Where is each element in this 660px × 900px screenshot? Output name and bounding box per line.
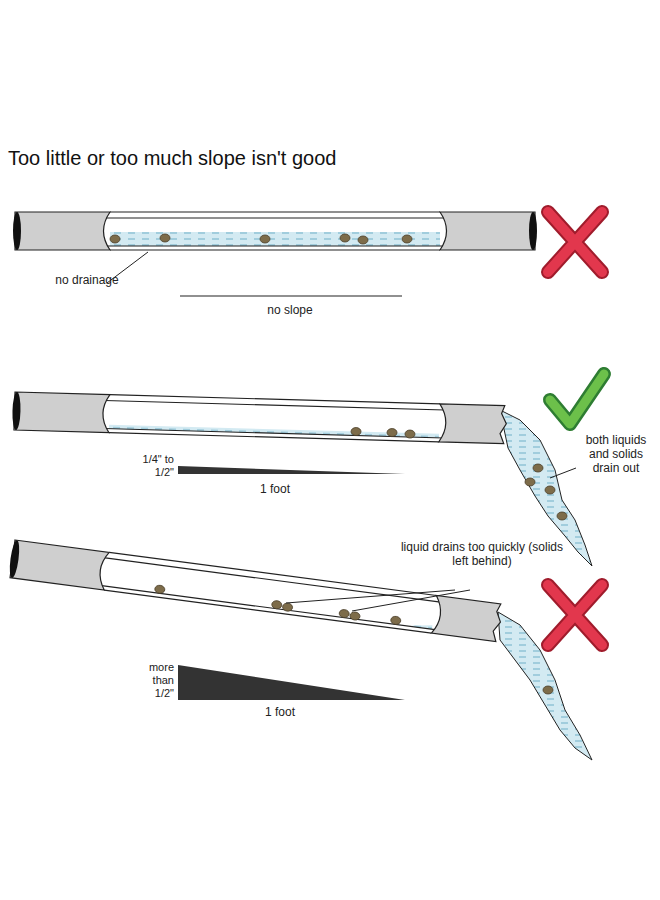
- solids-part: [358, 236, 368, 244]
- slope-dimension: more than 1/2": [132, 661, 174, 700]
- level-pipe-part: [440, 212, 535, 250]
- callout-label: no drainage: [52, 273, 122, 287]
- solid: [543, 686, 553, 694]
- solids-part: [340, 234, 350, 242]
- leader-line: [550, 468, 576, 478]
- wrong-mark-part: [548, 212, 602, 272]
- sloped-pipe-part: [439, 404, 507, 444]
- sloped-pipe-part-part: [351, 427, 361, 435]
- callout-label: liquid drains too quickly (solids left b…: [398, 540, 566, 568]
- solids-part: [525, 478, 535, 486]
- sloped-pipe-part: [105, 401, 445, 410]
- solids-part: [402, 235, 412, 243]
- sloped-pipe-part: [109, 425, 439, 438]
- sloped-pipe-part: [12, 392, 21, 430]
- solids: [110, 234, 412, 244]
- steep-pipe-part-part: [154, 585, 165, 594]
- sloped-pipe-part: [104, 428, 444, 437]
- slope-dimension: 1/4" to 1/2": [140, 453, 174, 479]
- wrong-mark-part: [548, 212, 602, 272]
- wrong-mark-part: [548, 585, 602, 645]
- sloped-pipe: [12, 392, 507, 444]
- level-pipe: [13, 212, 537, 250]
- correct-mark-part: [550, 374, 604, 424]
- leader-line: [286, 590, 455, 603]
- outflow: [498, 612, 592, 760]
- steep-pipe: [8, 540, 503, 642]
- dimension-label: 1 foot: [245, 705, 315, 719]
- solids: [525, 464, 567, 520]
- level-pipe-part: [105, 217, 445, 218]
- steep-pipe-part: [10, 540, 109, 590]
- level-pipe-part: [529, 212, 537, 250]
- slope-wedge: [178, 665, 405, 700]
- sloped-pipe-part: [14, 392, 110, 433]
- sloped-pipe-part-part: [405, 430, 415, 438]
- solids-part: [260, 235, 270, 243]
- sloped-pipe-part: [351, 427, 415, 438]
- steep-pipe-part-part: [390, 616, 401, 625]
- sloped-pipe-part: [110, 395, 440, 404]
- solids-part: [160, 234, 170, 242]
- wrong-mark: [548, 212, 602, 272]
- level-pipe-part: [110, 232, 440, 246]
- solids-part: [533, 464, 543, 472]
- level-pipe-part: [110, 249, 440, 250]
- steep-pipe-part-part: [350, 611, 361, 620]
- dimension-label: no slope: [250, 303, 330, 317]
- correct-mark: [550, 374, 604, 424]
- solids-part: [110, 235, 120, 243]
- level-line: [180, 295, 402, 296]
- steep-pipe-part-part: [339, 609, 350, 618]
- level-pipe-part: [105, 245, 445, 246]
- correct-mark-part: [550, 374, 604, 424]
- steep-pipe-part: [104, 590, 431, 633]
- dimension-label: 1 foot: [240, 482, 310, 496]
- level-pipe-part: [110, 211, 440, 212]
- wrong-mark: [548, 585, 602, 645]
- solids-part: [545, 486, 555, 494]
- steep-pipe-part: [109, 552, 436, 595]
- steep-pipe-part: [154, 585, 401, 626]
- callout-label: both liquids and solids drain out: [578, 433, 654, 475]
- leader-line: [352, 590, 470, 611]
- solids-part: [557, 512, 567, 520]
- steep-pipe-part-part: [282, 603, 293, 612]
- title: Too little or too much slope isn't good: [8, 147, 336, 170]
- steep-pipe-part: [8, 540, 21, 579]
- sloped-pipe-part-part: [387, 428, 397, 436]
- steep-pipe-part: [100, 585, 437, 629]
- slope-wedge: [178, 466, 405, 474]
- level-pipe-part: [15, 212, 110, 250]
- wrong-mark-part: [548, 585, 602, 645]
- steep-pipe-part-part: [271, 600, 282, 609]
- level-pipe-part: [13, 212, 21, 250]
- steep-pipe-part: [431, 595, 502, 641]
